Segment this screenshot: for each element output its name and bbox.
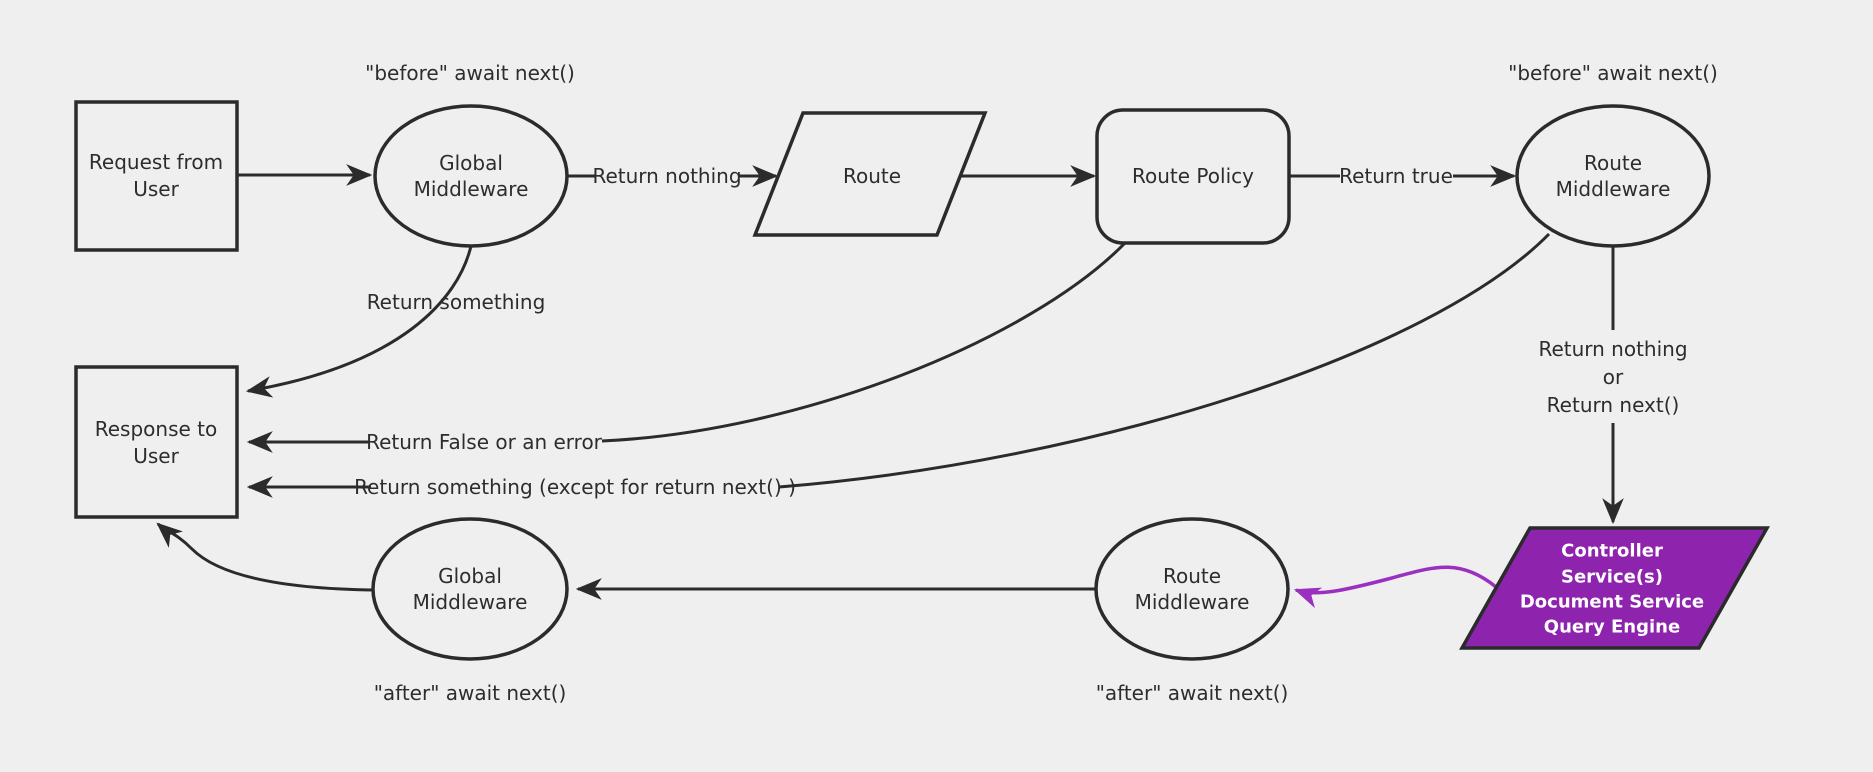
label-before-await-right: "before" await next() [1508, 61, 1718, 85]
label-return-nothing-or-line3: Return next() [1547, 393, 1680, 417]
edge-global-middleware-bottom-to-response [156, 522, 375, 592]
edge-controller-to-route-middleware-bottom [1293, 565, 1498, 609]
global-middleware-top-shape [373, 104, 569, 248]
global-middleware-bottom-label-line1: Global [438, 564, 502, 588]
route-policy-node: Route Policy [1095, 108, 1291, 245]
label-return-nothing-or: Return nothing or Return next() [1538, 337, 1687, 417]
controller-services-label-line1: Controller [1561, 541, 1663, 562]
controller-services-label-line3: Document Service [1520, 592, 1704, 613]
label-return-nothing-or-line1: Return nothing [1538, 337, 1687, 361]
label-after-await-right: "after" await next() [1096, 681, 1289, 705]
route-middleware-top-shape [1515, 104, 1711, 248]
request-from-user-label-line1: Request from [89, 150, 223, 174]
route-shape [752, 111, 988, 237]
request-from-user-label-line2: User [133, 177, 179, 201]
label-return-something-except: Return something (except for return next… [354, 475, 796, 499]
route-middleware-bottom-label-line1: Route [1163, 564, 1221, 588]
label-return-nothing: Return nothing [592, 164, 741, 188]
response-to-user-node: Response to User [74, 365, 239, 519]
global-middleware-top-node: Global Middleware [373, 104, 569, 248]
route-policy-label: Route Policy [1132, 164, 1254, 188]
route-node: Route [752, 111, 988, 237]
route-middleware-bottom-node: Route Middleware [1094, 517, 1290, 661]
edge-route-policy-curve [601, 241, 1127, 443]
edge-route-middleware-curve [778, 232, 1551, 489]
controller-services-label-line4: Query Engine [1544, 617, 1680, 638]
global-middleware-bottom-node: Global Middleware [371, 517, 569, 661]
edge-global-middleware-to-response [245, 245, 473, 398]
response-to-user-shape [74, 365, 239, 519]
request-from-user-shape [74, 100, 239, 252]
global-middleware-bottom-shape [371, 517, 569, 661]
route-middleware-bottom-shape [1094, 517, 1290, 661]
route-middleware-top-label-line2: Middleware [1556, 177, 1671, 201]
label-return-false-or-error: Return False or an error [366, 430, 603, 454]
global-middleware-top-label-line2: Middleware [414, 177, 529, 201]
response-to-user-label-line1: Response to [95, 417, 218, 441]
global-middleware-top-label-line1: Global [439, 151, 503, 175]
route-label: Route [843, 164, 901, 188]
label-after-await-left: "after" await next() [374, 681, 567, 705]
route-middleware-top-label-line1: Route [1584, 151, 1642, 175]
label-return-true: Return true [1339, 164, 1453, 188]
route-middleware-top-node: Route Middleware [1515, 104, 1711, 248]
global-middleware-bottom-label-line2: Middleware [413, 590, 528, 614]
response-to-user-label-line2: User [133, 444, 179, 468]
request-from-user-node: Request from User [74, 100, 239, 252]
label-return-nothing-or-line2: or [1603, 365, 1624, 389]
controller-services-node: Controller Service(s) Document Service Q… [1458, 526, 1771, 650]
label-before-await-left: "before" await next() [365, 61, 575, 85]
label-return-something: Return something [367, 290, 546, 314]
route-policy-shape [1095, 108, 1291, 245]
controller-services-label-line2: Service(s) [1561, 567, 1663, 588]
controller-services-shape [1458, 526, 1771, 650]
route-middleware-bottom-label-line2: Middleware [1135, 590, 1250, 614]
